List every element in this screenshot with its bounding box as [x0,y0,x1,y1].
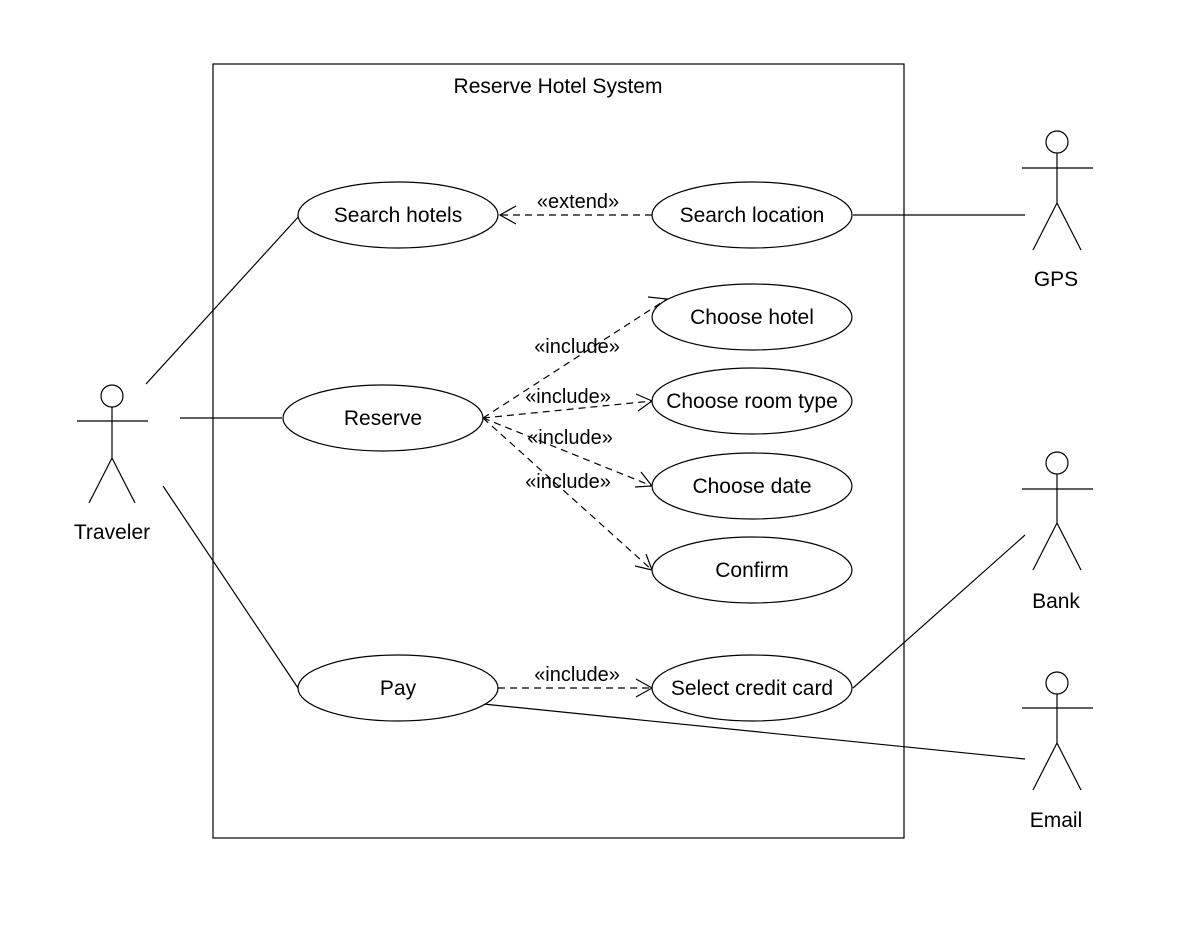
actor-gps-head [1045,130,1069,154]
use-case-reserve[interactable]: Reserve [282,384,484,452]
system-boundary: Reserve Hotel System [212,63,905,839]
use-case-choose-date-label: Choose date [692,475,811,498]
use-case-reserve-shape [282,384,484,452]
use-case-choose-date-shape [651,452,853,520]
use-case-choose-room-type-shape [651,367,853,435]
use-case-pay-shape [297,654,499,722]
use-case-select-credit-card-label: Select credit card [671,677,833,700]
actor-email-label: Email [1030,809,1083,832]
use-case-choose-room-type[interactable]: Choose room type [651,367,853,435]
use-case-choose-hotel[interactable]: Choose hotel [651,283,853,351]
include-line-choose-room-type [482,400,653,419]
actor-email-left-leg [1032,742,1058,791]
actor-gps-left-leg [1032,202,1058,251]
actor-traveler-label: Traveler [74,521,150,544]
include-line-choose-date [482,417,653,487]
use-case-pay-label: Pay [380,677,417,700]
use-case-choose-hotel-label: Choose hotel [690,306,814,329]
actor-bank-head [1045,451,1069,475]
actor-traveler[interactable]: Traveler [74,384,150,544]
association-bank-select-credit-card [852,534,1026,689]
include-label-choose-date: «include» [527,427,613,449]
actor-traveler-head [100,384,124,408]
include-label-select-credit-card: «include» [534,664,620,686]
actor-bank-left-leg [1032,522,1058,571]
associations [145,214,1026,760]
include-label-choose-hotel: «include» [534,336,620,358]
use-case-search-location-label: Search location [680,204,825,227]
use-case-confirm-shape [651,536,853,604]
include-line-choose-hotel [482,298,668,419]
use-case-search-hotels-shape [297,181,499,249]
system-title: Reserve Hotel System [454,75,663,98]
association-traveler-pay [162,485,299,689]
actor-bank[interactable]: Bank [1022,451,1093,613]
actor-gps[interactable]: GPS [1022,130,1093,291]
include-label-confirm: «include» [525,471,611,493]
actor-email[interactable]: Email [1022,671,1093,832]
use-case-search-location-shape [651,181,853,249]
actor-email-right-leg [1056,742,1082,791]
actor-traveler-right-leg [111,457,136,504]
actor-email-head [1045,671,1069,695]
extend-label: «extend» [537,191,619,213]
include-line-confirm [482,417,653,571]
use-case-confirm-label: Confirm [715,559,789,582]
actor-gps-right-leg [1056,202,1082,251]
association-email-pay [482,703,1026,760]
extend-arrowhead [498,205,517,225]
use-case-choose-room-type-label: Choose room type [666,390,838,413]
use-case-select-credit-card-shape [651,654,853,722]
actor-traveler-left-leg [88,457,113,504]
association-traveler-search-hotels [145,214,301,385]
use-case-search-location[interactable]: Search location [651,181,853,249]
use-case-pay[interactable]: Pay [297,654,499,722]
actor-bank-right-leg [1056,522,1082,571]
use-case-choose-date[interactable]: Choose date [651,452,853,520]
system-boundary-box [212,63,905,839]
use-case-choose-hotel-shape [651,283,853,351]
actor-bank-label: Bank [1032,590,1080,613]
use-case-confirm[interactable]: Confirm [651,536,853,604]
use-case-select-credit-card[interactable]: Select credit card [651,654,853,722]
actor-gps-label: GPS [1034,268,1078,291]
stereotype-labels: «extend» «include» «include» «include» «… [525,191,620,686]
use-case-reserve-label: Reserve [344,407,422,430]
use-case-search-hotels[interactable]: Search hotels [297,181,499,249]
include-label-choose-room-type: «include» [525,386,611,408]
use-case-search-hotels-label: Search hotels [334,204,462,227]
